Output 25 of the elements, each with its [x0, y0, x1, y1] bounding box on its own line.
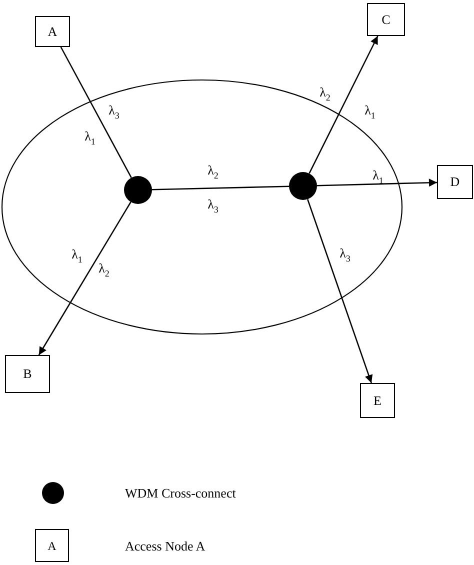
wavelength-label: λ$_{2}$ [98, 262, 110, 278]
wavelength-label: λ$_{3}$ [108, 104, 120, 120]
arrow [306, 199, 373, 384]
arrow [308, 36, 378, 174]
wavelength-label: λ$_{2}$ [208, 164, 218, 180]
wavelength-label: λ$_{1}$ [364, 104, 376, 120]
wavelength-label: λ$_{3}$ [208, 198, 218, 214]
access-node-box: C [367, 3, 405, 36]
network-ellipse [2, 80, 402, 334]
access-node-box: A [35, 16, 70, 47]
legend-text: WDM Cross-connect [125, 486, 236, 500]
edge-label: λ$_{3}$ [340, 246, 350, 264]
edge-label: λ$_{1}$ [372, 168, 384, 186]
legend-box-letter: A [48, 540, 56, 552]
access-node-box: E [360, 383, 395, 418]
wavelength-label: λ$_{1}$ [72, 248, 82, 264]
wavelength-label: λ$_{2}$ [320, 86, 330, 102]
access-node-box: D [437, 165, 473, 199]
arrow [316, 178, 438, 187]
arrow [38, 202, 132, 356]
cross-connect-dot [289, 172, 317, 200]
legend-text: Access Node A [125, 540, 206, 552]
wavelength-label: λ$_{1}$ [84, 130, 96, 146]
cross-connect-dot [124, 176, 152, 204]
access-node-box: B [5, 355, 50, 393]
